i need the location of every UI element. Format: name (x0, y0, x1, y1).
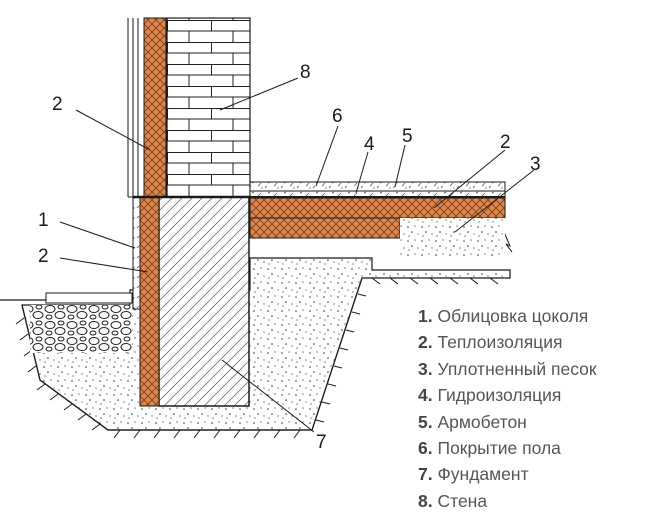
excavation-ticks-left (15, 317, 101, 431)
sand-under-floor (400, 218, 505, 258)
legend-item: 4. Гидроизоляция (418, 382, 597, 408)
legend-item: 2. Теплоизоляция (418, 329, 597, 355)
callout-4: 4 (364, 134, 375, 155)
legend-item: 8. Стена (418, 488, 597, 514)
gravel-backfill (30, 305, 132, 353)
legend-number: 5. (418, 411, 433, 432)
legend-item: 6. Покрытие пола (418, 435, 597, 461)
insulation-foundation (139, 196, 160, 407)
plinth-cladding (132, 196, 141, 310)
legend-item: 1. Облицовка цоколя (418, 303, 597, 329)
legend-label: Стена (437, 490, 488, 511)
insulation-floor-upper (249, 197, 506, 219)
insulation-floor-lower (249, 217, 401, 239)
excavation-ticks-bottom (113, 429, 301, 439)
callout-2-upper: 2 (52, 94, 63, 115)
legend-label: Армобетон (437, 411, 527, 432)
floor-covering (249, 181, 506, 192)
leader-lines (59, 77, 535, 433)
brick-wall (166, 17, 251, 198)
legend-number: 1. (418, 306, 433, 326)
legend-item: 7. Фундамент (418, 461, 597, 487)
legend-label: Теплоизоляция (437, 332, 563, 353)
legend-label: Облицовка цоколя (437, 306, 589, 326)
facade-cladding (127, 18, 144, 198)
legend-item: 5. Армобетон (418, 409, 597, 435)
callout-1: 1 (38, 210, 49, 231)
legend-number: 6. (418, 437, 433, 458)
legend-number: 2. (418, 332, 433, 353)
foundation (158, 196, 250, 407)
excavation-edge (21, 277, 363, 431)
legend-number: 7. (418, 464, 433, 485)
callout-7: 7 (316, 432, 327, 453)
legend-label: Гидроизоляция (437, 385, 562, 406)
legend: 1. Облицовка цоколя 2. Теплоизоляция 3. … (418, 303, 597, 514)
callout-6: 6 (332, 106, 343, 127)
legend-number: 8. (418, 490, 433, 511)
legend-label: Покрытие пола (437, 437, 561, 458)
callout-2-lower: 2 (38, 246, 49, 267)
legend-label: Уплотненный песок (437, 358, 597, 379)
legend-number: 4. (418, 385, 433, 406)
legend-label: Фундамент (437, 464, 529, 485)
callout-8: 8 (300, 62, 311, 83)
blind-area-slab (45, 292, 133, 304)
excavation-ticks-right (315, 277, 499, 423)
legend-number: 3. (418, 358, 433, 379)
insulation-wall (143, 17, 167, 198)
callout-2-floor: 2 (500, 132, 511, 153)
legend-item: 3. Уплотненный песок (418, 356, 597, 382)
break-mark (503, 231, 513, 253)
callout-3: 3 (530, 154, 541, 175)
callout-5: 5 (402, 126, 413, 147)
